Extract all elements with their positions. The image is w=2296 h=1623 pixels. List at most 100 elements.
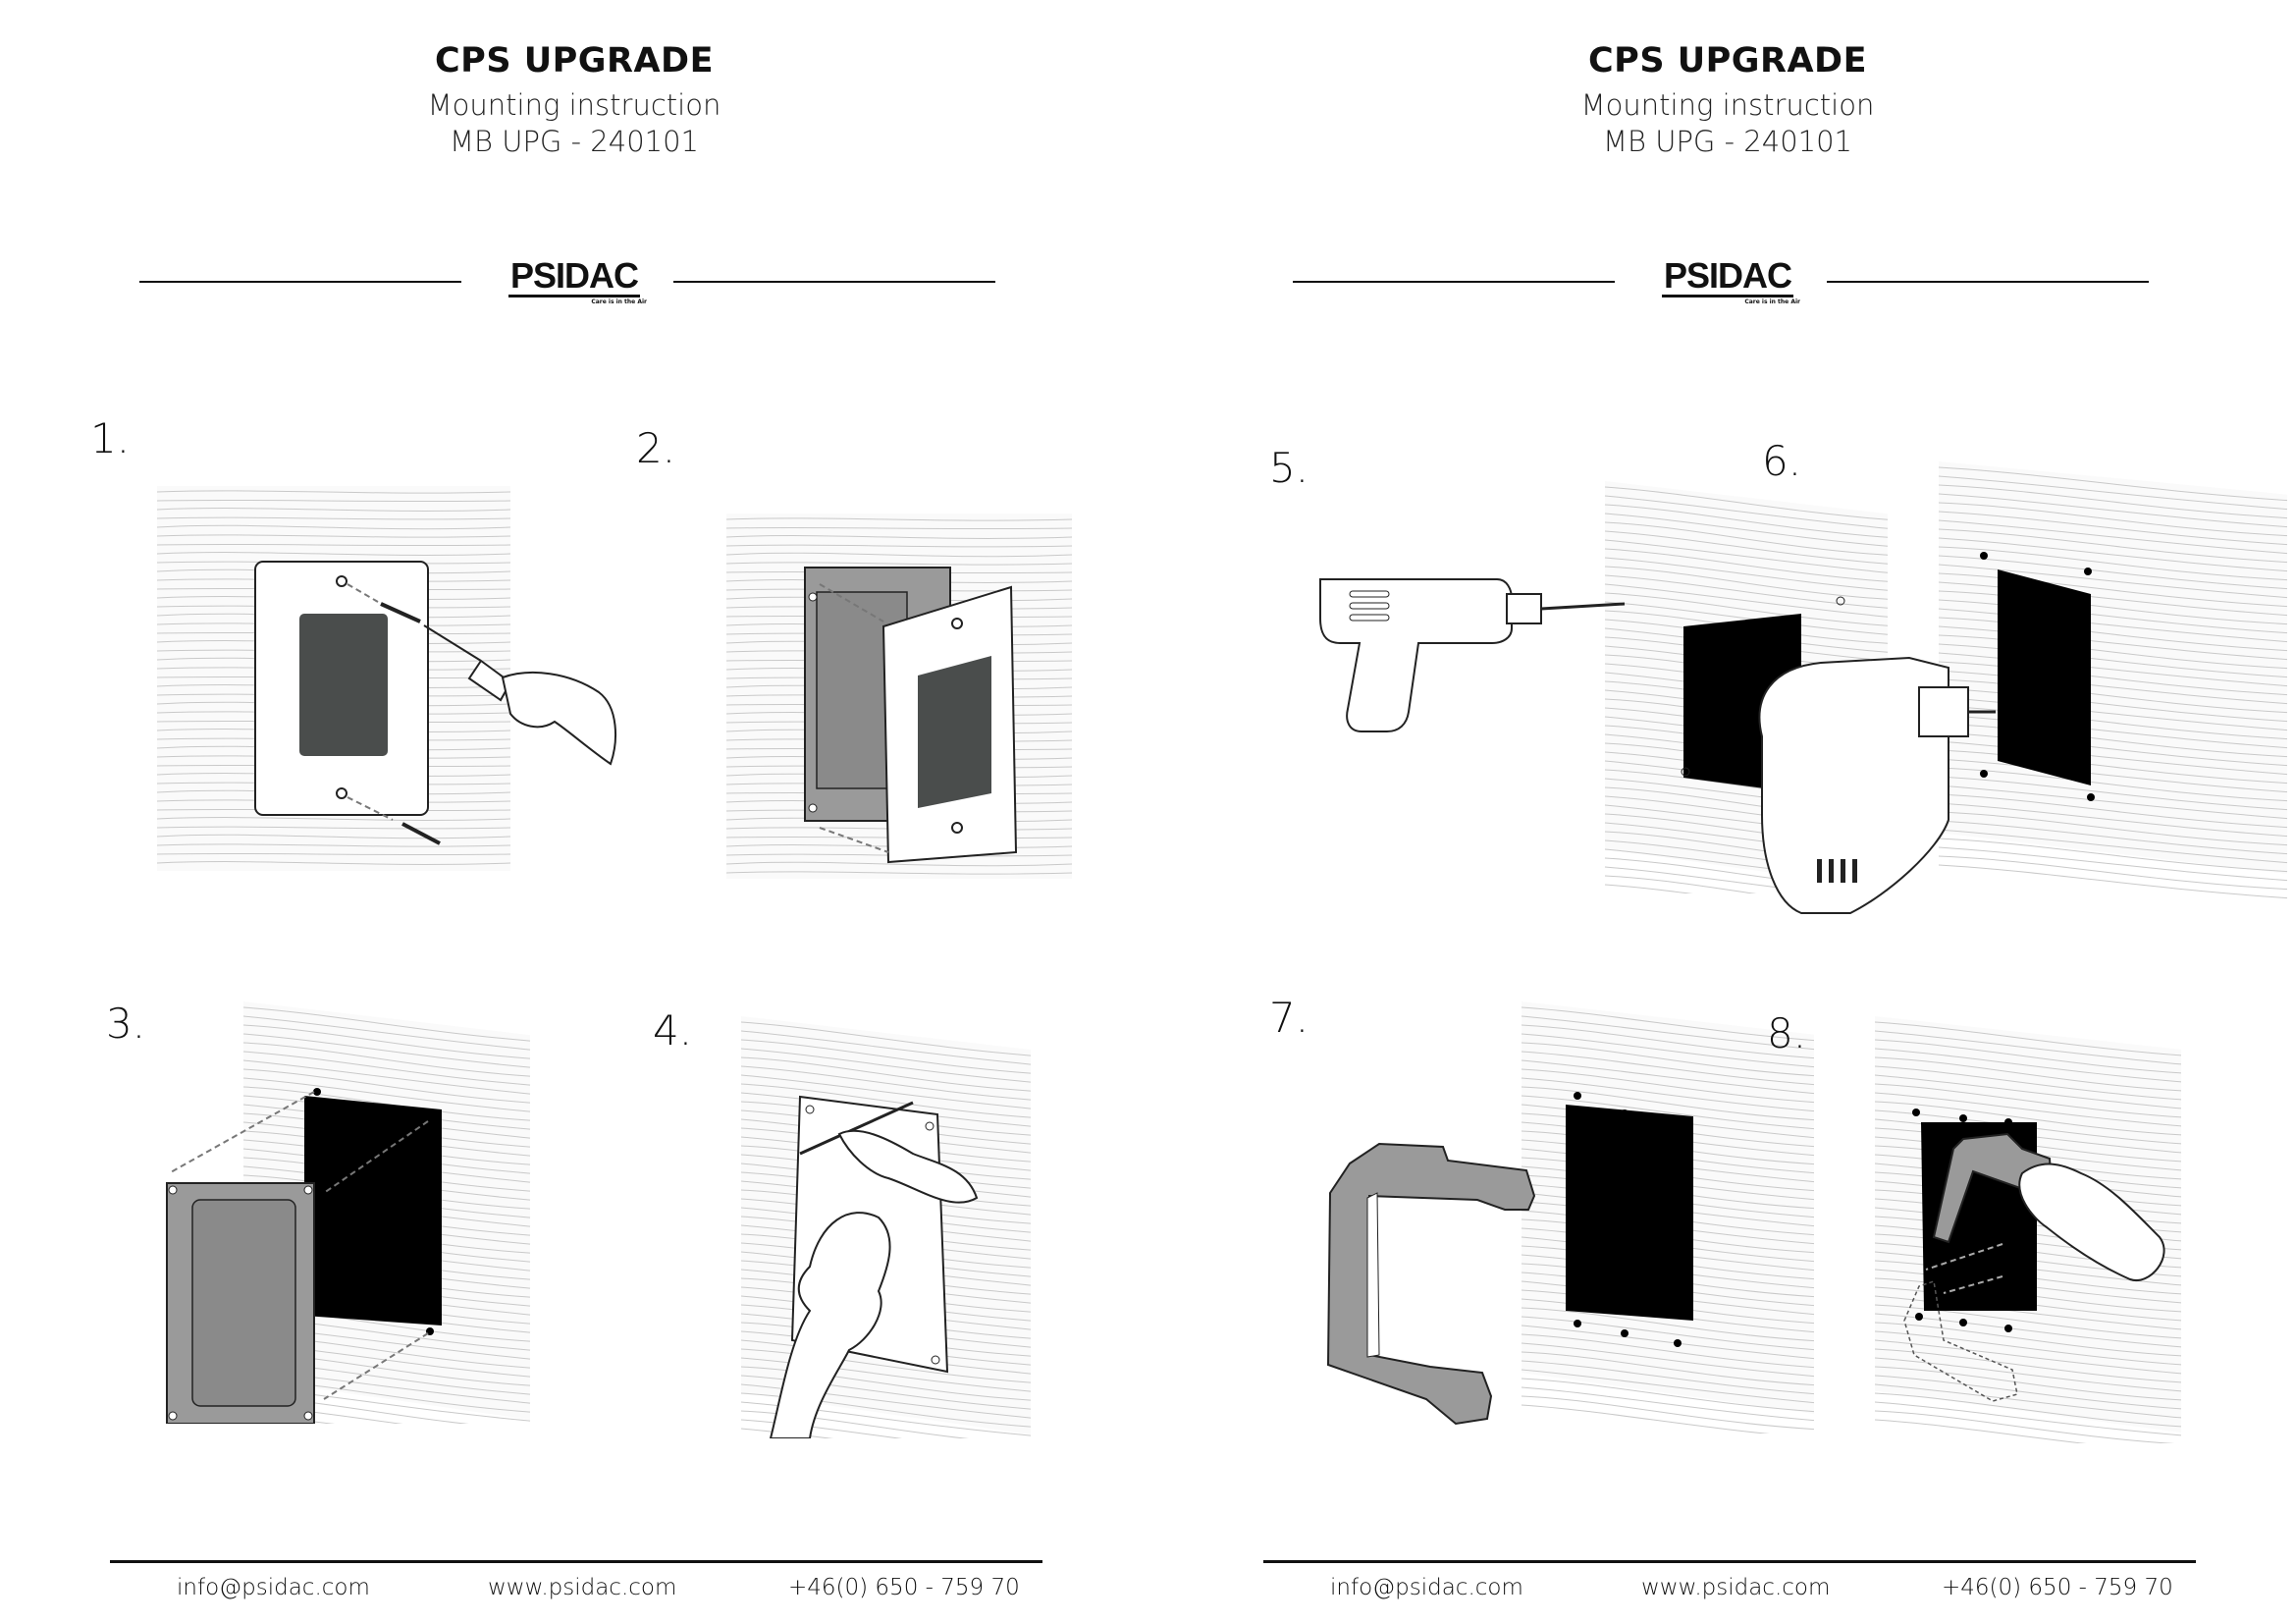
wood-grain-line	[1938, 564, 2288, 599]
wood-grain-line	[1521, 1059, 1815, 1095]
wood-grain-line	[1938, 625, 2288, 661]
wood-grain-line	[726, 517, 1073, 521]
wood-grain-line	[242, 1042, 531, 1077]
wood-grain-line	[1604, 884, 1693, 893]
wood-grain-line	[741, 1375, 1032, 1410]
wood-grain-line	[1521, 1386, 1815, 1422]
wood-grain-line	[1875, 1410, 2175, 1443]
wood-grain-line	[741, 1348, 1032, 1383]
wood-grain-line	[1875, 1313, 2182, 1348]
wood-grain-line	[1938, 555, 2288, 590]
page-title: CPS UPGRADE	[1587, 41, 1868, 81]
wood-grain-line	[1938, 740, 2288, 776]
wood-grain-line	[1938, 546, 2288, 581]
wood-grain-line	[1938, 670, 2288, 705]
wood-grain-line	[1875, 1383, 2182, 1419]
wood-grain-line	[1604, 486, 1889, 520]
wood-grain-line	[1521, 1325, 1815, 1360]
footer-website[interactable]: www.psidac.com	[1641, 1575, 1831, 1600]
footer-divider	[1263, 1560, 2196, 1563]
wood-grain-line	[157, 534, 511, 538]
wood-grain-line	[1521, 1086, 1815, 1121]
logo-divider-left	[1293, 281, 1615, 283]
wood-grain-line	[242, 1006, 531, 1042]
wood-grain-line	[726, 861, 1073, 867]
wood-grain-line	[726, 853, 1073, 857]
wood-grain-line	[1521, 1404, 1770, 1434]
insert-bracket-illustration	[1875, 1016, 2182, 1443]
wood-grain-line	[1604, 504, 1889, 538]
wood-grain-line	[242, 1059, 531, 1095]
wood-grain-line	[741, 1410, 970, 1438]
wood-grain-line	[1875, 1322, 2182, 1357]
wood-grain-line	[157, 834, 511, 839]
wood-grain-line	[741, 1383, 1032, 1419]
wood-grain-line	[1604, 566, 1889, 600]
step-number-4: 4.	[653, 1006, 693, 1055]
footer-website[interactable]: www.psidac.com	[488, 1575, 677, 1600]
wood-grain-line	[242, 1068, 531, 1104]
wood-grain-line	[726, 844, 1073, 848]
footer-phone[interactable]: +46(0) 650 - 759 70	[788, 1575, 1020, 1600]
wood-grain-line	[1938, 581, 2288, 617]
wood-grain-line	[1521, 1395, 1815, 1431]
step-number-8: 8.	[1767, 1009, 1807, 1057]
wood-grain-line	[741, 1074, 1032, 1109]
wood-grain-line	[1875, 1295, 2182, 1330]
wood-grain-line	[1875, 1401, 2182, 1436]
wood-grain-line	[1875, 1056, 2182, 1092]
wood-grain-line	[741, 1366, 1032, 1401]
logo-divider-right	[673, 281, 995, 283]
wood-grain-line	[1938, 678, 2288, 714]
wood-grain-line	[1604, 539, 1889, 573]
wood-grain-line	[1875, 1392, 2182, 1428]
footer-divider	[110, 1560, 1042, 1563]
wood-grain-line	[1521, 1095, 1815, 1130]
wood-grain-line	[1938, 608, 2288, 643]
footer-email[interactable]: info@psidac.com	[1330, 1575, 1523, 1600]
wood-grain-line	[1604, 521, 1889, 556]
logo-divider-right	[1827, 281, 2149, 283]
wood-grain-line	[1938, 493, 2288, 528]
wood-grain-line	[1521, 1333, 1815, 1369]
wood-grain-line	[1938, 617, 2288, 652]
wood-grain-line	[157, 516, 511, 520]
logo-divider-left	[139, 281, 461, 283]
wood-grain-line	[1875, 1357, 2182, 1392]
wood-grain-line	[1875, 1030, 2182, 1065]
wood-grain-line	[1521, 1307, 1815, 1342]
wood-grain-line	[741, 1065, 1032, 1101]
wood-grain-line	[1938, 758, 2288, 793]
wood-grain-line	[1938, 811, 2288, 846]
wood-grain-line	[1604, 513, 1889, 547]
wood-grain-line	[741, 1401, 1032, 1436]
wood-grain-line	[1938, 502, 2288, 537]
wood-grain-line	[1875, 1074, 2182, 1109]
wood-grain-line	[1521, 1316, 1815, 1351]
wood-grain-line	[1938, 643, 2288, 678]
wood-grain-line	[157, 861, 511, 865]
step-number-5: 5.	[1269, 444, 1309, 492]
wood-grain-line	[1938, 838, 2288, 873]
brand-name: PSIDAC	[507, 255, 641, 298]
footer-email[interactable]: info@psidac.com	[177, 1575, 370, 1600]
wood-grain-line	[1521, 1042, 1815, 1077]
wood-grain-line	[726, 544, 1073, 548]
brand-tagline: Care is in the Air	[1744, 298, 1800, 305]
instruction-page-1: CPS UPGRADE Mounting instruction MB UPG …	[0, 41, 1148, 1600]
wood-grain-line	[741, 1357, 1032, 1392]
wood-grain-line	[242, 1033, 531, 1068]
footer-phone[interactable]: +46(0) 650 - 759 70	[1942, 1575, 2173, 1600]
wood-grain-line	[741, 1392, 1032, 1428]
wood-grain-line	[1604, 592, 1889, 626]
wood-grain-line	[1604, 574, 1889, 609]
remove-switch-box-illustration	[726, 514, 1073, 879]
wood-grain-line	[1938, 749, 2288, 784]
wood-grain-line	[1938, 705, 2288, 740]
saw-opening-illustration	[1758, 461, 2288, 914]
wood-grain-line	[1521, 1033, 1815, 1068]
brand-logo: PSIDAC Care is in the Air	[0, 257, 1148, 305]
wood-grain-line	[1521, 1351, 1815, 1386]
place-bracket-illustration	[1326, 1001, 1815, 1434]
wood-grain-line	[1604, 557, 1889, 591]
